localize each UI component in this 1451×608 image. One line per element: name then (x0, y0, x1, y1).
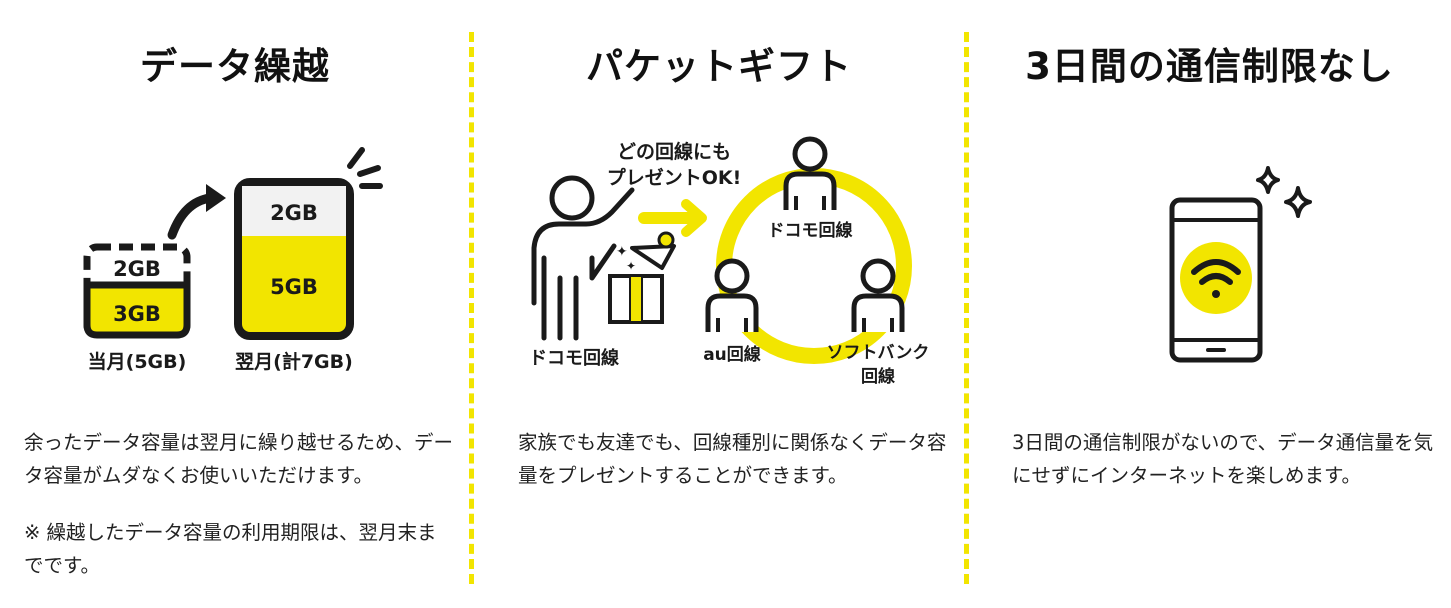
dashed-divider (469, 32, 474, 584)
receiver-left-person-icon (705, 258, 759, 332)
data-rollover-illustration: 2GB 3GB 当月(5GB) 2GB 5GB 翌月(計7GB) (83, 147, 383, 373)
callout-line-1: どの回線にも (617, 140, 731, 163)
sparkle-line-icon (347, 147, 365, 169)
section-title: データ繰越 (140, 45, 330, 88)
sparkle-icon (1284, 186, 1312, 218)
section-note: ※ 繰越したデータ容量の利用期限は、翌月末までです。 (24, 521, 437, 577)
sparkle-line-icon (357, 165, 381, 177)
sparkle-icon (1256, 166, 1280, 194)
next-bottom-label: 5GB (270, 275, 318, 299)
arrow-head-icon (681, 199, 707, 237)
next-month-top-fill (242, 186, 346, 236)
receiver-right-label-2: 回線 (861, 366, 895, 387)
gift-box-icon: ✦ ✦ (608, 231, 676, 324)
section-title: パケットギフト (586, 45, 852, 88)
section-description: 家族でも友達でも、回線種別に関係なくデータ容量をプレゼントすることができます。 (518, 431, 947, 487)
current-bottom-label: 3GB (113, 302, 161, 326)
receiver-top-label: ドコモ回線 (768, 220, 853, 241)
next-top-label: 2GB (270, 201, 318, 225)
svg-text:✦: ✦ (616, 244, 628, 260)
rollover-arrow-icon (167, 193, 215, 240)
packet-gift-illustration: どの回線にも プレゼントOK! ドコモ回線 ✦ ✦ (529, 136, 930, 387)
receiver-top-person-icon (783, 136, 837, 210)
svg-text:✦: ✦ (626, 259, 636, 273)
section-packet-gift: パケットギフト どの回線にも プレゼントOK! ドコモ回線 ✦ ✦ (474, 0, 964, 608)
section-data-rollover: データ繰越 2GB 3GB 当月(5GB) 2GB 5GB 翌月(計7GB) 余… (0, 0, 470, 608)
receiver-right-label-1: ソフトバンク (827, 343, 930, 363)
callout-line-2: プレゼントOK! (607, 166, 742, 189)
section-description: 3日間の通信制限がないので、データ通信量を気にせずにインターネットを楽しめます。 (1012, 431, 1434, 487)
section-title: 3日間の通信制限なし (1025, 45, 1394, 88)
section-no-speed-limit: 3日間の通信制限なし 3日間の通信制限がないので、データ通信量を気にせずにインタ… (968, 0, 1451, 608)
current-month-caption: 当月(5GB) (88, 350, 187, 373)
section-description: 余ったデータ容量は翌月に繰り越せるため、データ容量がムダなくお使いいただけます。 (24, 431, 454, 487)
giver-label: ドコモ回線 (529, 347, 619, 369)
giver-person-icon (531, 175, 635, 341)
current-month-used-fill (83, 281, 191, 339)
arrow-head-icon (206, 184, 226, 212)
next-month-caption: 翌月(計7GB) (235, 350, 353, 373)
receiver-left-label: au回線 (703, 344, 761, 365)
dashed-divider (964, 32, 969, 584)
smartphone-wifi-icon (1169, 166, 1312, 363)
current-top-label: 2GB (113, 257, 161, 281)
receiver-right-person-icon (851, 258, 905, 332)
